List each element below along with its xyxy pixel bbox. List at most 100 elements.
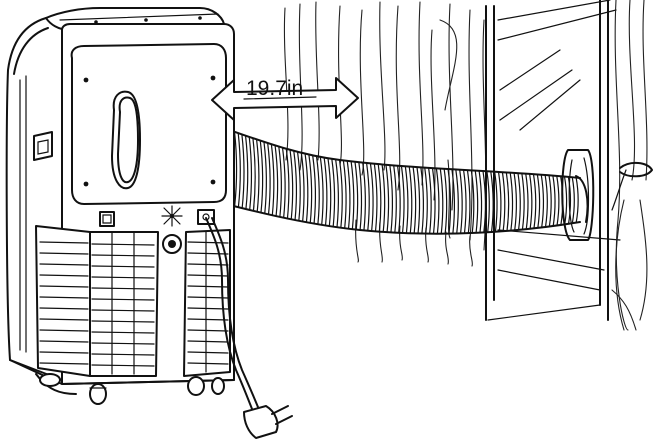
grille-slat [39, 263, 89, 266]
hose-rib [389, 164, 394, 234]
hose-rib [532, 173, 537, 229]
hose-rib [474, 169, 479, 234]
measurement-label: 19.7in [246, 77, 303, 100]
grille-slat [187, 362, 229, 365]
grille-slat [39, 362, 89, 365]
grille-slat [187, 252, 229, 255]
hose-rib [263, 141, 267, 215]
hose-rib [548, 174, 552, 228]
hose-rib [575, 177, 579, 224]
hose-rib [358, 161, 363, 231]
grille-slat [91, 342, 155, 345]
hose-rib [346, 160, 351, 230]
hose-rib [338, 159, 343, 229]
hose-rib [571, 176, 575, 224]
hose-rib [396, 165, 401, 234]
hose-rib [248, 136, 253, 211]
caster-wheel-icon [39, 373, 225, 405]
hose-rib [237, 132, 241, 208]
hose-rib [293, 150, 298, 221]
hose-rib [501, 171, 506, 232]
hose-rib [521, 172, 525, 231]
hose-rib [400, 165, 405, 234]
hose-rib [447, 168, 452, 235]
grille-slat [91, 309, 155, 312]
hose-rib [281, 147, 286, 219]
hose-rib [490, 170, 494, 233]
hose-rib [304, 153, 309, 223]
hose-rib [296, 151, 301, 222]
hose-rib [424, 167, 428, 235]
hose-rib [563, 175, 568, 225]
hose-rib [331, 158, 336, 228]
hose-rib [435, 167, 440, 235]
hose-rib [486, 170, 490, 233]
hose-rib [393, 164, 397, 234]
grille-slat [39, 296, 89, 299]
hose-rib [270, 143, 275, 216]
hose-rib [478, 170, 483, 234]
hose-rib [455, 168, 459, 235]
hose-rib [233, 131, 238, 207]
hose-rib [420, 166, 425, 235]
hose-rib [482, 170, 487, 234]
hose-rib [373, 163, 378, 232]
hose-rib [244, 135, 249, 210]
hose-rib [431, 167, 436, 235]
grille-slat [91, 254, 155, 257]
hose-rib [466, 169, 471, 234]
hose-rib [385, 164, 390, 233]
hose-rib [259, 140, 264, 214]
grille-slat [187, 351, 229, 354]
hose-rib [428, 167, 432, 235]
hose-rib [377, 163, 382, 233]
hose-rib [556, 175, 560, 227]
grille-slat [91, 353, 155, 356]
hose-rib [462, 169, 467, 234]
grille-slat [39, 318, 89, 321]
hose-rib [342, 159, 347, 229]
grille-slat [91, 287, 155, 290]
grille-slat [187, 296, 229, 299]
hose-rib [354, 161, 359, 231]
hose-rib [540, 174, 545, 229]
grille-slat [39, 340, 89, 343]
grille-slat [39, 274, 89, 277]
hose-rib [300, 152, 305, 223]
hose-rib [443, 168, 448, 235]
hose-rib [241, 133, 245, 209]
grille-slat [39, 351, 89, 354]
hose-rib [274, 144, 279, 217]
intake-grille [35, 225, 231, 377]
hose-rib [278, 145, 282, 218]
hose-rib [517, 172, 521, 231]
hose-rib [335, 158, 339, 228]
grille-slat [91, 331, 155, 334]
grille-slat [39, 285, 89, 288]
grille-slat [39, 307, 89, 310]
hose-rib [323, 156, 328, 227]
hose-rib [470, 169, 475, 234]
hose-rib [416, 166, 421, 235]
hose-rib [255, 138, 260, 213]
grille-slat [187, 318, 229, 321]
hose-rib [509, 172, 514, 232]
width-measurement: 19.7in [211, 77, 359, 121]
hose-rib [412, 166, 417, 234]
hose-rib [494, 171, 498, 233]
hose-rib [497, 171, 502, 233]
grille-slat [39, 329, 89, 332]
grille-slat [187, 307, 229, 310]
curtain [283, 0, 653, 331]
hose-rib [252, 137, 256, 212]
hose-rib [567, 176, 572, 225]
grille-slat [39, 241, 89, 244]
grille-slat [91, 364, 155, 367]
hose-rib [381, 163, 386, 233]
hose-rib [459, 169, 463, 234]
hose-rib [505, 171, 510, 232]
hose-rib [525, 172, 529, 230]
grille-slat [91, 276, 155, 279]
